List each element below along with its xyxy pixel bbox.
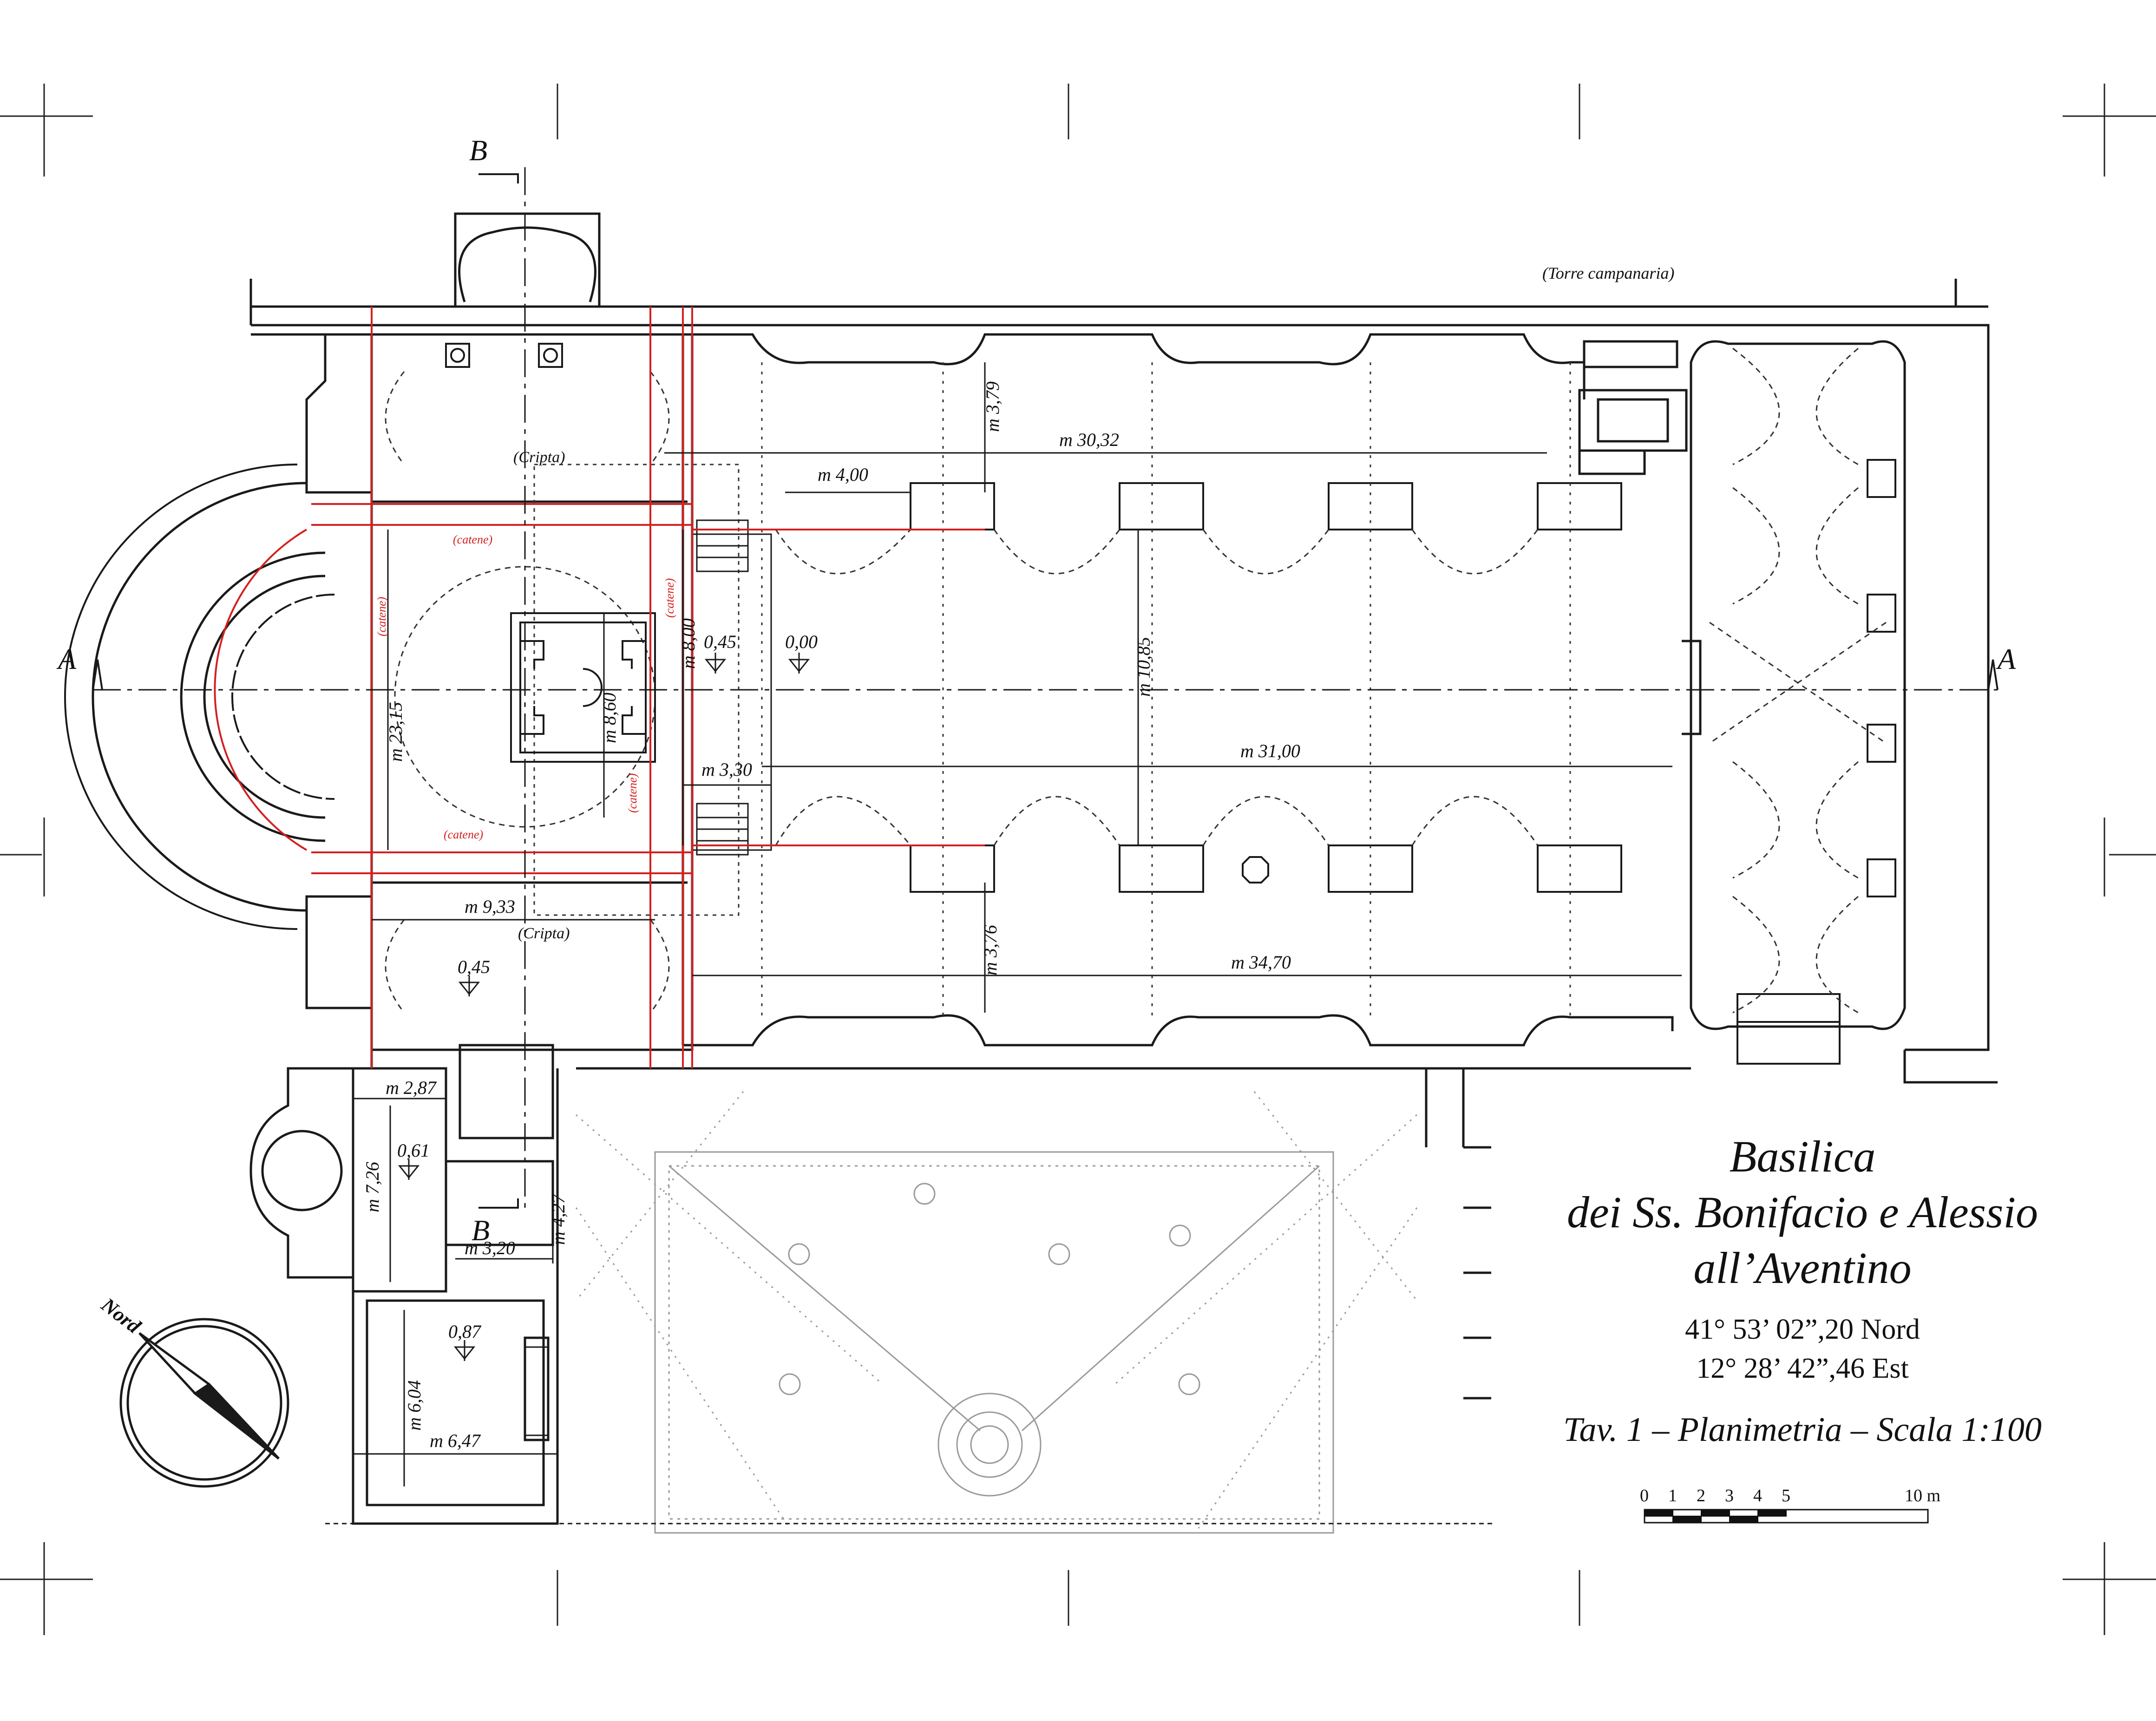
title-line-2: dei Ss. Bonifacio e Alessio (1566, 1187, 2038, 1237)
dim-d7: m 10,85 (1133, 637, 1154, 697)
chains-label-right: (catene) (663, 578, 676, 618)
dim-d9: m 3,30 (701, 759, 752, 780)
chains-red-lines (214, 307, 985, 1068)
scale-bar-tick-label: 5 (1782, 1486, 1790, 1505)
scale-bar-tick-label: 0 (1640, 1486, 1649, 1505)
chains-label-top: (catene) (453, 533, 492, 546)
section-mark-b-bottom: B (472, 1214, 490, 1247)
title-block: Basilica dei Ss. Bonifacio e Alessio all… (1505, 1129, 2100, 1453)
dim-d11: m 3,76 (980, 925, 1001, 975)
north-arrow-icon (119, 1318, 289, 1488)
section-axes (93, 167, 1998, 1208)
section-mark-a-left: A (56, 642, 77, 675)
courtyard-pavement (575, 1091, 1418, 1534)
dim-d8: m 31,00 (1240, 740, 1300, 761)
dim-d13: m 2,87 (386, 1077, 437, 1098)
scale-bar-segment (1701, 1509, 1730, 1517)
scale-bar-segment (1729, 1516, 1758, 1523)
dim-d14: m 7,26 (362, 1162, 383, 1212)
level-markers (398, 653, 810, 1361)
room-label-cripta-top: (Cripta) (513, 449, 565, 466)
dimension-lines (353, 362, 1682, 1486)
dim-d5: m 8,60 (599, 693, 620, 743)
title-line-1: Basilica (1729, 1132, 1876, 1181)
scale-bar-segment (1757, 1509, 1787, 1517)
dim-d17: m 6,04 (404, 1380, 425, 1431)
dim-d2: m 4,00 (818, 464, 868, 485)
title-line-3: all’Aventino (1693, 1243, 1912, 1293)
table-label: Tav. 1 – Planimetria – Scala 1:100 (1563, 1411, 2042, 1449)
room-label-torre: (Torre campanaria) (1542, 264, 1674, 282)
dim-d4: m 8,00 (678, 618, 699, 669)
altar-block (231, 594, 656, 800)
dim-d15: m 4,27 (548, 1193, 569, 1245)
dim-d18: m 6,47 (430, 1430, 481, 1451)
room-label-cripta-bottom: (Cripta) (518, 925, 570, 942)
chains-label-bottom: (catene) (444, 828, 483, 841)
scale-bar-tick-label: 3 (1725, 1486, 1734, 1505)
registration-marks (0, 84, 2156, 1635)
scale-bar-tick-label: 2 (1697, 1486, 1705, 1505)
level-label-3: 0,45 (458, 956, 490, 977)
level-label-4: 0,61 (397, 1140, 430, 1161)
level-label-1: 0,00 (785, 631, 818, 652)
section-mark-b-top: B (469, 134, 487, 167)
dim-d10: m 9,33 (465, 896, 515, 917)
chains-label-mid: (catene) (626, 773, 639, 813)
section-mark-a-right: A (1996, 642, 2016, 675)
dim-d6: m 23,15 (385, 702, 406, 762)
dim-d3: m 3,79 (982, 381, 1003, 432)
dim-d16: m 3,20 (465, 1237, 515, 1258)
scale-bar-segment (1672, 1516, 1702, 1523)
transept-steps (524, 519, 772, 1436)
axis-markers (92, 173, 1999, 1209)
level-label-5: 0,87 (448, 1321, 482, 1342)
north-label: Nord (97, 1293, 145, 1338)
dim-d1: m 30,32 (1059, 429, 1119, 450)
scale-bar-segment (1644, 1509, 1673, 1517)
chains-label-left: (catene) (375, 597, 388, 636)
longitude: 12° 28’ 42”,46 Est (1696, 1353, 1909, 1384)
level-label-2: 0,45 (704, 631, 736, 652)
dim-d12: m 34,70 (1231, 952, 1291, 973)
scale-bar-end-label: 10 m (1905, 1486, 1940, 1505)
latitude: 41° 53’ 02”,20 Nord (1685, 1314, 1920, 1345)
scale-bar-tick-label: 4 (1753, 1486, 1762, 1505)
scale-bar-outline (1644, 1509, 1929, 1524)
scale-bar-tick-label: 1 (1668, 1486, 1677, 1505)
